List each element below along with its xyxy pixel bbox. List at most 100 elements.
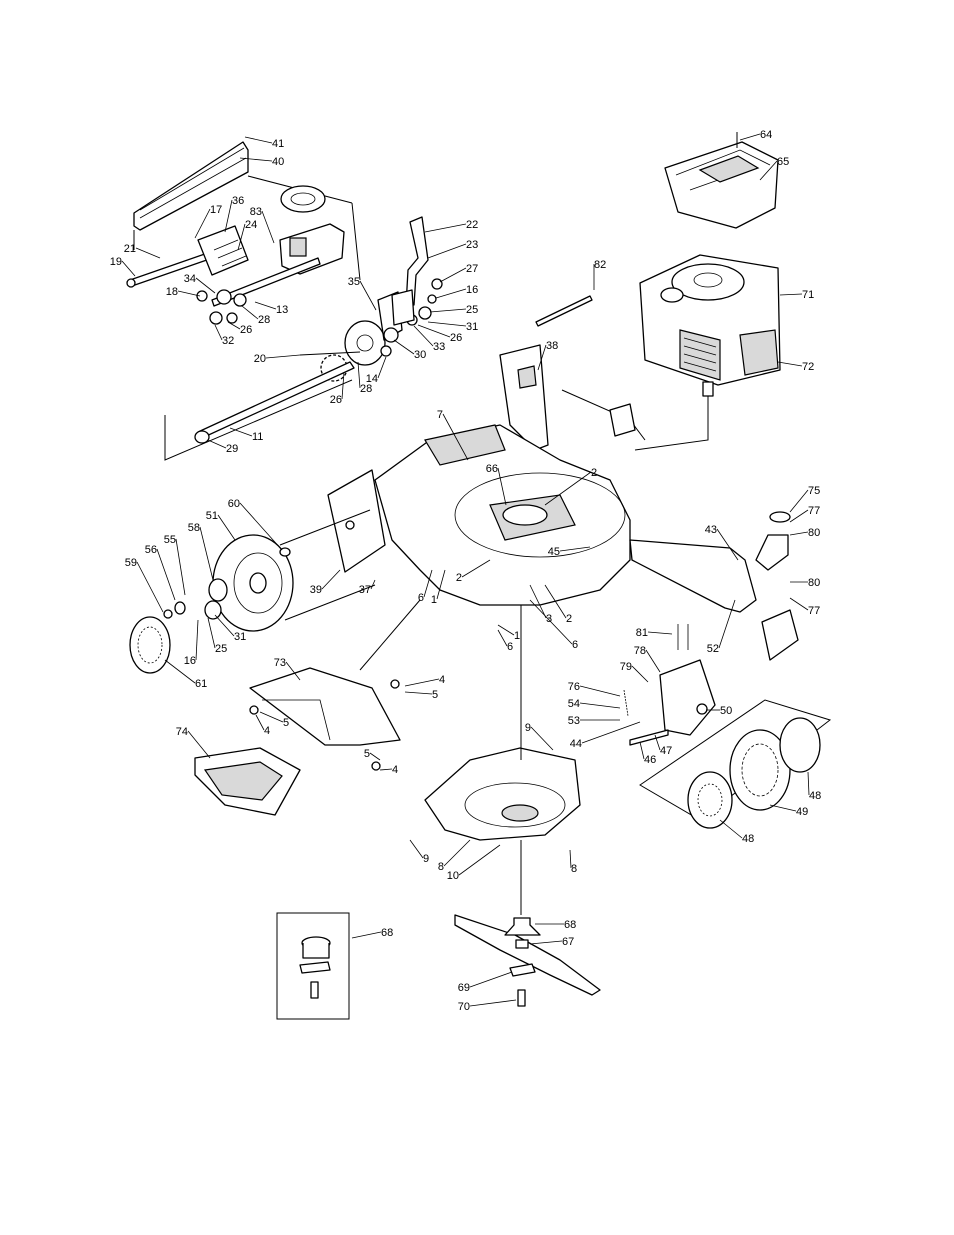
leader-line-24 bbox=[237, 223, 246, 251]
callout-4: 4 bbox=[439, 674, 445, 686]
leader-line-27 bbox=[439, 267, 467, 283]
leader-line-34 bbox=[195, 277, 216, 294]
bracket-38 bbox=[499, 344, 549, 451]
gear-plate bbox=[344, 320, 386, 366]
oil-cap bbox=[660, 287, 684, 303]
pulley-disc bbox=[280, 185, 326, 213]
leader-line-29 bbox=[207, 439, 227, 449]
hub-cap-pattern bbox=[137, 626, 163, 664]
leader-line-13 bbox=[254, 301, 277, 310]
washer-28 bbox=[233, 293, 247, 307]
dipstick-tube bbox=[535, 295, 593, 327]
callout-18: 18 bbox=[166, 286, 178, 298]
callout-49: 49 bbox=[796, 806, 808, 818]
hub-cap-48b-pattern bbox=[697, 783, 723, 817]
leader-line-47 bbox=[654, 734, 661, 751]
leader-line-37 bbox=[370, 579, 376, 590]
callout-6: 6 bbox=[418, 592, 424, 604]
engine-cover bbox=[664, 141, 779, 229]
leader-line-77 bbox=[789, 509, 809, 523]
leader-line-18 bbox=[177, 290, 201, 297]
leader-line-2 bbox=[544, 584, 567, 619]
callout-45: 45 bbox=[548, 546, 560, 558]
chute-link-line bbox=[359, 599, 421, 671]
engine-top bbox=[671, 263, 745, 301]
callout-35: 35 bbox=[348, 276, 360, 288]
callout-25: 25 bbox=[215, 643, 227, 655]
callout-41: 41 bbox=[272, 138, 284, 150]
nut-4a bbox=[390, 679, 400, 689]
leader-line-28 bbox=[241, 305, 259, 320]
engine-shaft bbox=[702, 381, 714, 397]
spring-housing bbox=[197, 225, 249, 276]
front-handle-43 bbox=[629, 539, 757, 613]
height-lever bbox=[405, 216, 429, 307]
cable-clamp bbox=[609, 403, 636, 437]
leader-line-8 bbox=[569, 849, 572, 869]
callout-60: 60 bbox=[228, 498, 240, 510]
callout-71: 71 bbox=[802, 289, 814, 301]
spring-25 bbox=[418, 306, 432, 320]
caster-bracket bbox=[761, 609, 799, 661]
callout-75: 75 bbox=[808, 485, 820, 497]
callout-26: 26 bbox=[240, 324, 252, 336]
callout-40: 40 bbox=[272, 156, 284, 168]
leader-line-6 bbox=[423, 569, 433, 598]
caster-pivot bbox=[755, 534, 789, 571]
callout-66: 66 bbox=[486, 463, 498, 475]
callout-17: 17 bbox=[210, 204, 222, 216]
callout-68: 68 bbox=[381, 927, 393, 939]
leader-line-77 bbox=[789, 597, 809, 611]
baffle-10 bbox=[424, 747, 581, 841]
callout-61: 61 bbox=[195, 678, 207, 690]
leader-line-3 bbox=[529, 584, 547, 619]
cover-grille bbox=[698, 155, 760, 183]
lever-plate bbox=[391, 289, 415, 326]
leader-line-6 bbox=[497, 629, 508, 647]
leader-line-22 bbox=[424, 223, 467, 233]
nut-50 bbox=[696, 703, 708, 715]
leader-line-70 bbox=[469, 999, 517, 1007]
callout-24: 24 bbox=[245, 219, 257, 231]
leader-line-55 bbox=[175, 538, 186, 596]
leader-line-5 bbox=[259, 711, 284, 723]
callout-26: 26 bbox=[330, 394, 342, 406]
pulley-hub bbox=[290, 192, 316, 206]
deck-ring bbox=[454, 472, 626, 558]
callout-14: 14 bbox=[366, 373, 378, 385]
callout-79: 79 bbox=[620, 661, 632, 673]
leader-line-11 bbox=[229, 427, 253, 437]
callout-82: 82 bbox=[594, 259, 606, 271]
callout-50: 50 bbox=[720, 705, 732, 717]
callout-80: 80 bbox=[808, 577, 820, 589]
leader-line-8 bbox=[443, 839, 471, 867]
leader-line-64 bbox=[739, 133, 761, 141]
bracket-38-slot bbox=[517, 365, 537, 389]
callout-48: 48 bbox=[809, 790, 821, 802]
leader-line-67 bbox=[529, 940, 563, 945]
leader-line-16 bbox=[435, 288, 467, 299]
axle-bolt-46 bbox=[629, 729, 669, 746]
adapter-inset bbox=[276, 912, 350, 1020]
leader-line-65 bbox=[759, 160, 778, 181]
leader-line-4 bbox=[404, 678, 440, 687]
callout-58: 58 bbox=[188, 522, 200, 534]
callout-9: 9 bbox=[525, 722, 531, 734]
gear-case bbox=[279, 223, 345, 275]
callout-3: 3 bbox=[546, 613, 552, 625]
bearing-29 bbox=[194, 430, 210, 444]
callout-67: 67 bbox=[562, 936, 574, 948]
callout-74: 74 bbox=[176, 726, 188, 738]
bushing-32 bbox=[209, 311, 223, 325]
trim-strip-edge bbox=[139, 147, 247, 219]
rear-trim-strip bbox=[133, 141, 249, 231]
callout-27: 27 bbox=[466, 263, 478, 275]
leader-line-31 bbox=[427, 321, 467, 327]
callout-56: 56 bbox=[145, 544, 157, 556]
callout-69: 69 bbox=[458, 982, 470, 994]
callout-9: 9 bbox=[423, 853, 429, 865]
cap-75 bbox=[769, 511, 791, 523]
leader-line-9 bbox=[409, 839, 424, 859]
callout-20: 20 bbox=[254, 353, 266, 365]
rear-wheel-hub bbox=[249, 572, 267, 594]
